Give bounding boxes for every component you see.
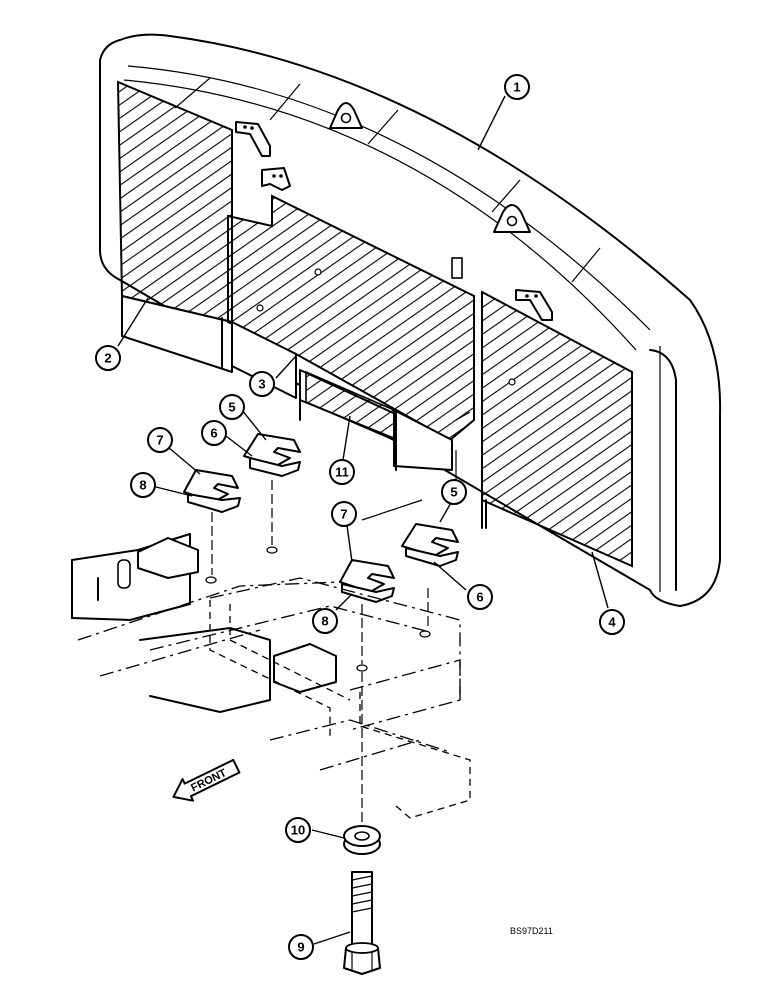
callout-7-left: 7 [147,427,173,453]
drawing-code: BS97D211 [510,926,553,936]
callout-11: 11 [329,459,355,485]
washer [343,825,381,855]
callout-10: 10 [285,817,311,843]
bolt [343,871,381,975]
bottom-hatched-plate [299,369,453,471]
callout-6-right: 6 [467,584,493,610]
left-hatched-cover-plate [116,80,233,373]
svg-text:11: 11 [335,465,349,480]
callout-5-upper: 5 [219,394,245,420]
upperstructure-frame [71,480,471,826]
callout-8-left: 8 [130,472,156,498]
svg-text:4: 4 [608,615,616,630]
svg-text:7: 7 [156,433,163,448]
callout-8-right: 8 [312,608,338,634]
svg-text:2: 2 [104,351,111,366]
shim-set-left [183,433,301,513]
callout-9: 9 [288,934,314,960]
svg-text:8: 8 [321,614,328,629]
svg-text:3: 3 [258,377,265,392]
svg-text:9: 9 [297,940,304,955]
callout-7-right: 7 [331,501,357,527]
callout-1: 1 [504,74,530,100]
callout-5-right: 5 [441,479,467,505]
svg-text:8: 8 [139,478,146,493]
svg-text:7: 7 [340,507,347,522]
right-hatched-cover-plate [455,290,633,568]
svg-text:5: 5 [228,400,235,415]
callout-6-upper: 6 [201,420,227,446]
callout-3: 3 [249,371,275,397]
callout-4: 4 [599,609,625,635]
svg-text:1: 1 [513,80,520,95]
callout-2: 2 [95,345,121,371]
svg-text:6: 6 [476,590,483,605]
leader-lines [117,95,609,945]
svg-text:10: 10 [291,823,305,838]
svg-text:6: 6 [210,426,217,441]
front-direction-arrow: FRONT [172,758,241,802]
shim-set-right [339,523,459,603]
center-hatched-cover-plate [227,194,475,442]
svg-text:5: 5 [450,485,457,500]
